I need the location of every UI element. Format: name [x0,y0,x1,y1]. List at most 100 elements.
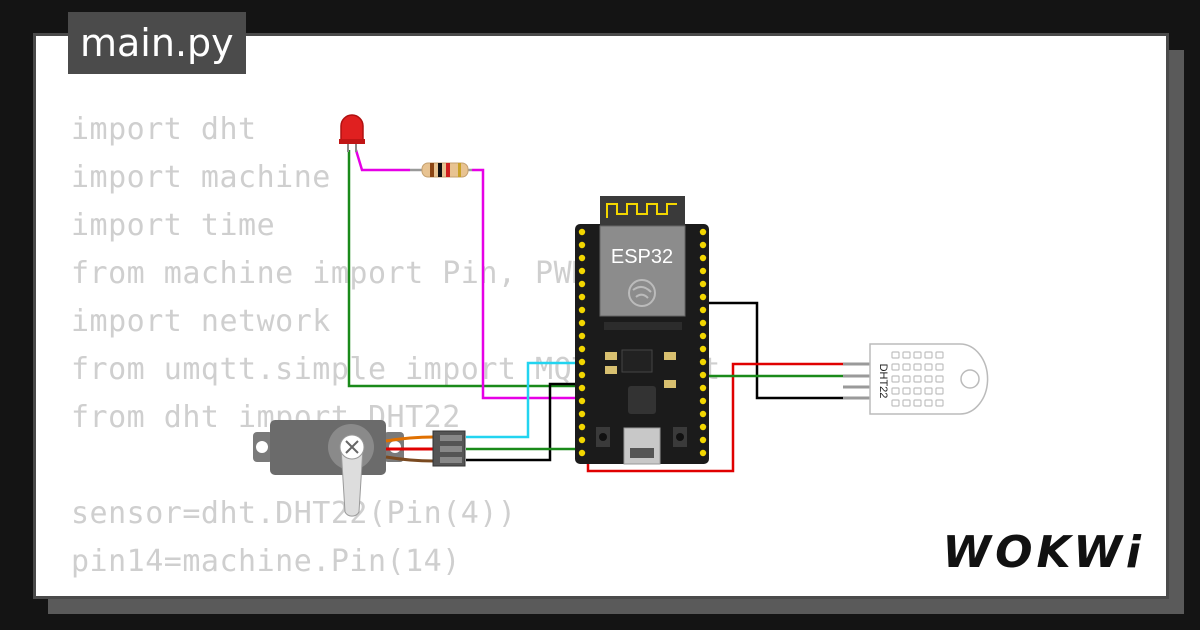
pin-left [578,228,586,236]
sensor-label: DHT22 [877,364,889,399]
wire-magenta-resistor [472,168,582,400]
pin-right [699,449,707,457]
wire-cyan-servo [466,361,584,439]
grille-slot [913,375,922,383]
wire-black-dht [704,301,843,400]
led-rim [339,139,365,144]
pin-left [578,410,586,418]
sensor-mount-hole [960,369,980,389]
resistor-band [446,163,450,177]
servo-component[interactable] [253,420,466,517]
pin-left [578,358,586,366]
led-body [340,114,364,143]
wokwi-logo: WOKWi [942,527,1145,578]
pin-left [578,345,586,353]
pin-left [578,280,586,288]
grille-slot [935,375,944,383]
pin-right [699,436,707,444]
grille-slot [924,363,933,371]
usb-chip [628,386,656,414]
servo-wire-brown [385,455,435,463]
pin-left [578,241,586,249]
grille-slot [935,387,944,395]
grille-slot [891,387,900,395]
resistor-body [421,162,469,178]
resistor-band [430,163,434,177]
pin-right [699,358,707,366]
servo-connector-pin [440,457,462,463]
grille-slot [902,375,911,383]
grille-slot [913,399,922,407]
grille-slot [913,363,922,371]
code-line: import machine [71,160,331,195]
grille-slot [902,363,911,371]
servo-mount-hole [389,441,401,453]
code-line: pin14=machine.Pin(14) [71,544,461,579]
pin-right [699,384,707,392]
pin-right [699,254,707,262]
en-button-cap [599,433,607,441]
pin-left [578,384,586,392]
dht22-sensor[interactable]: DHT22 [843,343,989,415]
pin-right [699,319,707,327]
code-line: servoPin = machine.PWM(pin14) [71,586,721,596]
pin-right [699,241,707,249]
grille-slot [935,399,944,407]
grille-slot [891,399,900,407]
grille-slot [935,351,944,359]
pin-left [578,319,586,327]
grille-slot [924,375,933,383]
antenna-area [600,196,685,226]
pin-left [578,371,586,379]
pin-left [578,293,586,301]
usb-port[interactable] [623,427,661,465]
esp32-board[interactable]: ESP32 [575,196,709,465]
code-line: import dht [71,112,257,147]
resistor-band [438,163,442,177]
pin-right [699,410,707,418]
smd-component [605,366,617,374]
code-line: import network [71,304,331,339]
pin-right [699,345,707,353]
grille-slot [891,375,900,383]
grille-slot [902,387,911,395]
file-tab[interactable]: main.py [68,12,246,74]
rf-shield [599,225,686,317]
smd-component [664,380,676,388]
resistor-component[interactable] [410,162,472,178]
boot-button-cap [676,433,684,441]
grille-slot [891,351,900,359]
pin-left [578,254,586,262]
pin-left [578,306,586,314]
espressif-logo-swirl [632,286,652,299]
board-pins [578,228,707,457]
pin-left [578,436,586,444]
grille-slot [924,351,933,359]
pin-left [578,423,586,431]
servo-mount-hole [256,441,268,453]
wire-magenta-led [354,149,410,172]
espressif-logo-icon [628,279,656,307]
pin-right [699,267,707,275]
wire-black-servo [466,382,582,462]
regulator-chip [621,349,653,373]
pin-left [578,332,586,340]
pin-right [699,306,707,314]
servo-screw-icon [345,440,359,454]
antenna-trace [606,203,677,218]
code-line: sensor=dht.DHT22(Pin(4)) [71,496,517,531]
grille-slot [913,351,922,359]
pin-left [578,267,586,275]
grille-slot [913,387,922,395]
led-component[interactable] [339,114,365,152]
resistor-band [458,163,461,177]
grille-slot [924,399,933,407]
smd-component [605,352,617,360]
servo-wire-orange [385,435,435,443]
sensor-body [869,343,989,415]
code-line: from machine import Pin, PWM [71,256,591,291]
header-strip [604,322,682,330]
grille-slot [935,363,944,371]
